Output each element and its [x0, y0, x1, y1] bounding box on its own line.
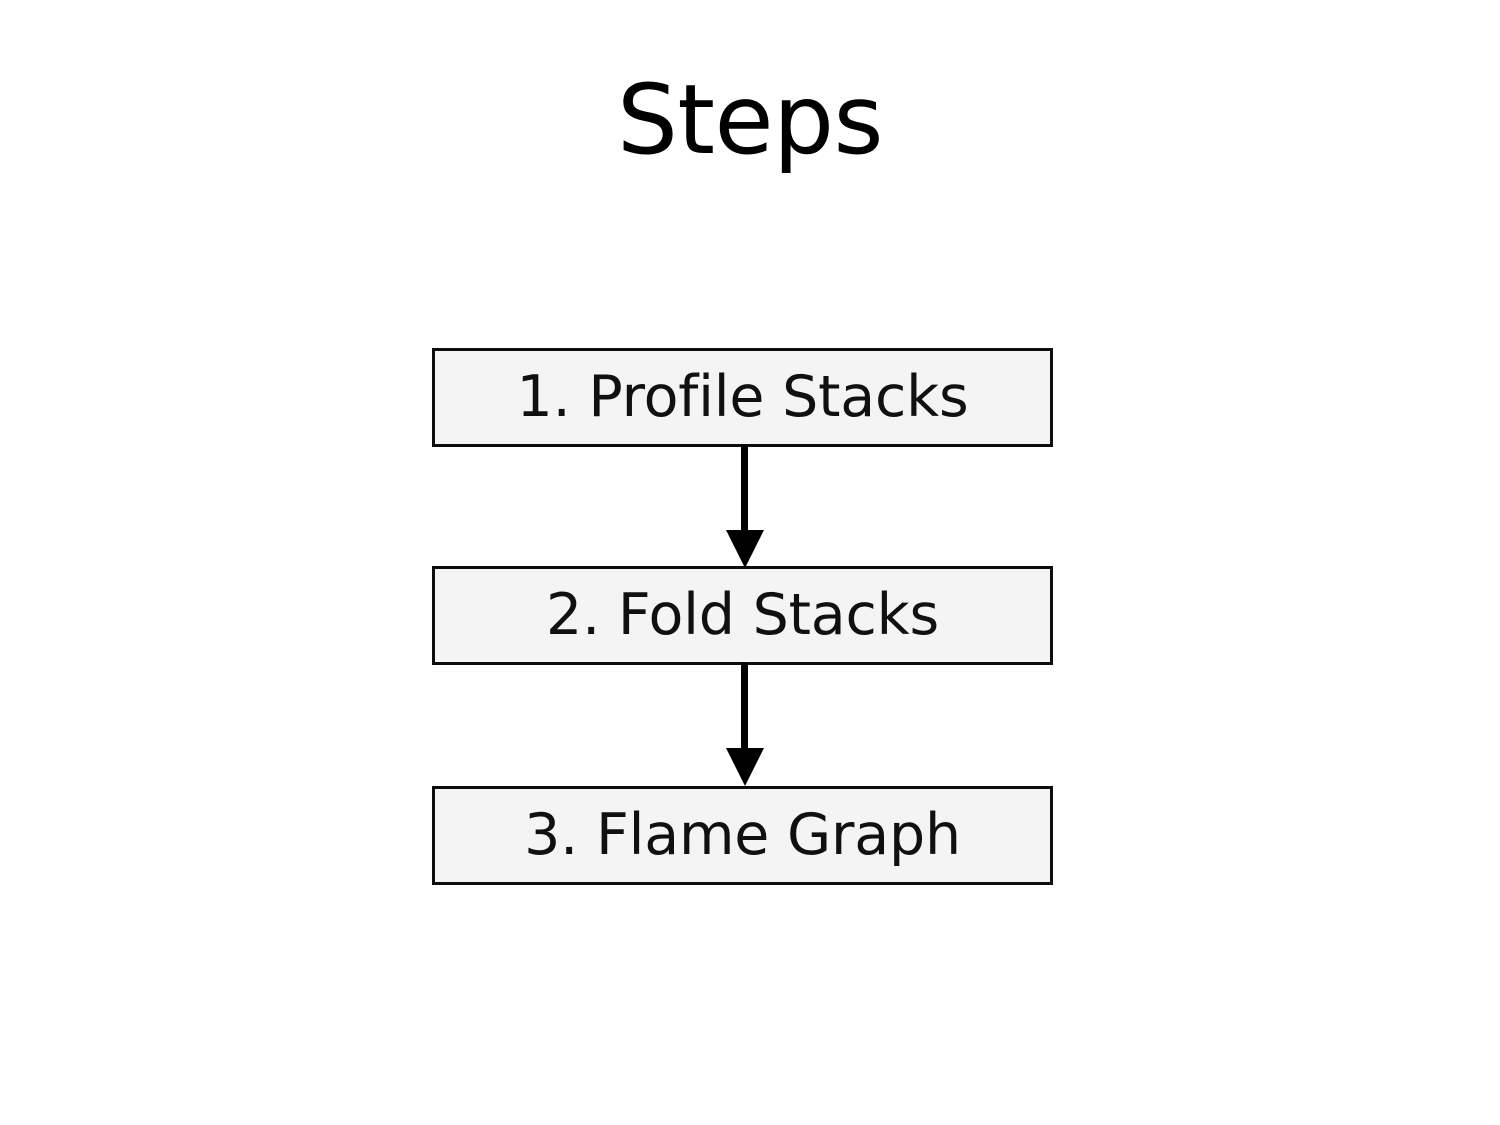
arrow-down-icon [720, 445, 770, 568]
flow-step-box-1[interactable]: 1. Profile Stacks [432, 348, 1053, 447]
flow-step-label-1: 1. Profile Stacks [516, 364, 969, 430]
flow-step-label-2: 2. Fold Stacks [546, 582, 939, 648]
flow-step-label-3: 3. Flame Graph [524, 802, 961, 868]
page-title: Steps [616, 64, 884, 176]
arrow-down-icon [720, 663, 770, 786]
flow-step-box-2[interactable]: 2. Fold Stacks [432, 566, 1053, 665]
flow-step-box-3[interactable]: 3. Flame Graph [432, 786, 1053, 885]
